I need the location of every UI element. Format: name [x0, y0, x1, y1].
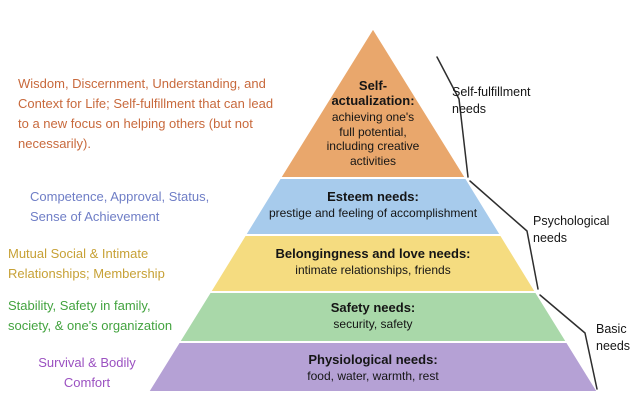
left-note-safety: Stability, Safety in family, society, & … [8, 298, 173, 333]
brace-psychological-needs [469, 180, 539, 290]
brace-basic-needs [539, 294, 598, 390]
brace-self-fulfillment-needs [436, 56, 469, 178]
level-heading: Self- actualization: [331, 78, 415, 108]
level-description: security, safety [333, 317, 413, 331]
level-heading: Physiological needs: [308, 352, 438, 367]
level-heading: Belongingness and love needs: [275, 246, 471, 261]
level-label-belongingness: Belongingness and love needs: intimate r… [213, 246, 533, 278]
left-note-belongingness: Mutual Social & Intimate Relationships; … [8, 246, 165, 281]
level-label-physiological: Physiological needs: food, water, warmth… [223, 352, 523, 384]
left-note-physiological: Survival & Bodily Comfort [38, 355, 136, 390]
level-description: prestige and feeling of accomplishment [268, 206, 478, 220]
left-note-self-actualization: Wisdom, Discernment, Understanding, and … [18, 76, 274, 151]
group-label-basic: Basic needs [596, 322, 631, 353]
level-description: intimate relationships, friends [295, 263, 451, 277]
group-label-self-fulfillment: Self-fulfillment needs [452, 85, 531, 116]
level-shape-physiological [146, 341, 600, 393]
level-label-self-actualization: Self- actualization: achieving one's ful… [303, 78, 443, 168]
level-label-safety: Safety needs: security, safety [253, 300, 493, 332]
level-label-esteem: Esteem needs: prestige and feeling of ac… [233, 189, 513, 221]
level-description: achieving one's full potential, includin… [326, 110, 420, 168]
group-label-psychological: Psychological needs [533, 214, 610, 245]
level-description: food, water, warmth, rest [307, 369, 439, 383]
level-heading: Esteem needs: [327, 189, 419, 204]
left-note-esteem: Competence, Approval, Status, Sense of A… [30, 189, 210, 224]
level-heading: Safety needs: [330, 300, 416, 315]
